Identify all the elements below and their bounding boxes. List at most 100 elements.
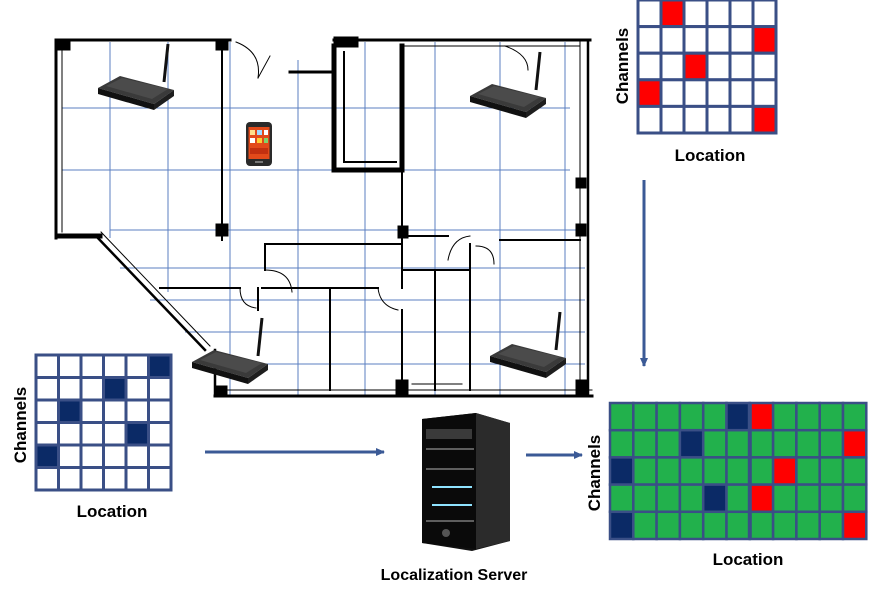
matrix-cell bbox=[632, 510, 658, 541]
matrix-cell bbox=[818, 428, 845, 459]
wifi-router-icon bbox=[490, 311, 566, 378]
walls bbox=[54, 36, 594, 398]
matrix-cell bbox=[678, 401, 705, 432]
matrix-cell bbox=[655, 456, 682, 486]
matrix-cell bbox=[751, 0, 778, 29]
matrix-cell bbox=[771, 401, 798, 432]
matrix-cell bbox=[705, 0, 732, 29]
matrix-cell bbox=[705, 78, 732, 108]
matrix-cell bbox=[124, 398, 150, 424]
matrix-cell bbox=[57, 443, 83, 469]
matrix-cell bbox=[655, 401, 682, 432]
routers bbox=[98, 43, 566, 384]
matrix-cell bbox=[705, 25, 732, 55]
matrix-cell bbox=[124, 443, 150, 469]
matrix-cell bbox=[655, 428, 682, 459]
matrix-cell bbox=[725, 401, 752, 432]
matrix-cell bbox=[79, 443, 105, 469]
matrix-cell bbox=[124, 421, 150, 447]
matrix-cell bbox=[682, 25, 709, 55]
matrix-cell bbox=[34, 466, 60, 492]
matrix-cell bbox=[701, 401, 728, 432]
matrix-cell bbox=[608, 428, 635, 459]
matrix-cell bbox=[655, 510, 682, 541]
matrix-cell bbox=[701, 428, 728, 459]
matrix-cell bbox=[79, 421, 105, 447]
matrix-cell bbox=[771, 428, 798, 459]
matrix-cell bbox=[841, 510, 868, 541]
matrix-cell bbox=[79, 398, 105, 424]
bottom-left-location-label: Location bbox=[77, 502, 148, 521]
matrix-cell bbox=[34, 421, 60, 447]
matrix-cell bbox=[751, 104, 778, 135]
matrix-cell bbox=[771, 456, 798, 486]
matrix-cell bbox=[636, 51, 663, 82]
matrix-cell bbox=[748, 428, 775, 459]
matrix-cell bbox=[748, 510, 775, 541]
matrix-cell bbox=[79, 376, 105, 402]
matrix-cell bbox=[57, 398, 83, 424]
matrix-cell bbox=[636, 104, 663, 135]
wifi-router-icon bbox=[470, 51, 546, 118]
matrix-cell bbox=[147, 376, 173, 402]
matrix-cell bbox=[659, 104, 686, 135]
matrix-cell bbox=[632, 401, 658, 432]
matrix-cell bbox=[795, 483, 821, 514]
matrix-cell bbox=[682, 0, 709, 29]
bottom-left-channels-label: Channels bbox=[11, 387, 30, 464]
matrix-cell bbox=[841, 456, 868, 486]
matrix-cell bbox=[659, 51, 686, 82]
matrix-cell bbox=[841, 483, 868, 514]
matrix-cell bbox=[751, 25, 778, 55]
matrix-cell bbox=[147, 466, 173, 492]
matrix-cell bbox=[841, 401, 868, 432]
matrix-cell bbox=[728, 78, 755, 108]
matrix-cell bbox=[725, 456, 752, 486]
matrix-cell bbox=[678, 510, 705, 541]
matrix-cell bbox=[682, 104, 709, 135]
matrix-cell bbox=[678, 428, 705, 459]
matrix-cell bbox=[771, 483, 798, 514]
matrix-cell bbox=[147, 353, 173, 379]
matrix-cell bbox=[34, 443, 60, 469]
matrix-cell bbox=[795, 401, 821, 432]
matrix-cell bbox=[795, 428, 821, 459]
matrix-cell bbox=[705, 104, 732, 135]
matrix-cell bbox=[655, 483, 682, 514]
matrix-cell bbox=[636, 25, 663, 55]
matrix-cell bbox=[748, 456, 775, 486]
matrix-cell bbox=[725, 510, 752, 541]
matrix-combined bbox=[608, 401, 868, 541]
matrix-cell bbox=[678, 456, 705, 486]
matrix-cell bbox=[751, 78, 778, 108]
matrix-cell bbox=[34, 398, 60, 424]
matrix-cell bbox=[771, 510, 798, 541]
matrix-cell bbox=[34, 353, 60, 379]
matrix-cell bbox=[795, 456, 821, 486]
matrix-cell bbox=[102, 466, 128, 492]
server-label: Localization Server bbox=[381, 567, 528, 584]
matrix-cell bbox=[818, 510, 845, 541]
matrix-cell bbox=[79, 353, 105, 379]
server-tower-icon bbox=[422, 413, 510, 551]
matrix-cell bbox=[636, 0, 663, 29]
wifi-router-icon bbox=[192, 317, 268, 384]
matrix-cell bbox=[102, 376, 128, 402]
matrix-cell bbox=[124, 376, 150, 402]
matrix-cell bbox=[701, 510, 728, 541]
matrix-cell bbox=[57, 466, 83, 492]
matrix-cell bbox=[728, 51, 755, 82]
matrix-cell bbox=[608, 401, 635, 432]
matrix-cell bbox=[728, 104, 755, 135]
top-right-channels-label: Channels bbox=[613, 28, 632, 105]
matrix-cell bbox=[748, 401, 775, 432]
matrix-cell bbox=[659, 78, 686, 108]
matrix-cell bbox=[678, 483, 705, 514]
matrix-bottom-left bbox=[34, 353, 173, 492]
matrix-cell bbox=[57, 421, 83, 447]
matrix-cell bbox=[102, 443, 128, 469]
matrix-cell bbox=[636, 78, 663, 108]
matrix-cell bbox=[147, 421, 173, 447]
matrix-cell bbox=[725, 483, 752, 514]
